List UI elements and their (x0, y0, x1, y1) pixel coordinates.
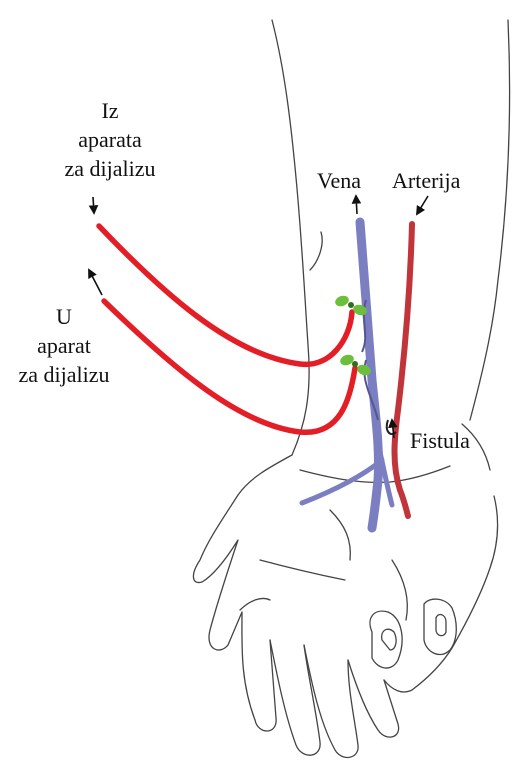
to-machine-label: U aparat za dijalizu (0, 302, 144, 389)
arrow-icon (93, 197, 94, 213)
arrow-icon (356, 196, 357, 214)
artery-label: Arterija (392, 166, 460, 195)
vein (302, 222, 392, 528)
from-machine-line-1: Iz (55, 96, 165, 125)
to-machine-line-1: U (0, 302, 144, 331)
hand-outline (193, 455, 497, 757)
from-machine-line-2: aparata (55, 125, 165, 154)
artery (395, 224, 413, 516)
from-machine-line-3: za dijalizu (55, 154, 165, 183)
arrow-icon (417, 196, 428, 214)
from-machine-label: Iz aparata za dijalizu (55, 96, 165, 183)
to-machine-line-2: aparat (0, 331, 144, 360)
to-machine-line-3: za dijalizu (0, 360, 144, 389)
arrow-icon (89, 270, 102, 295)
vein-label: Vena (317, 166, 361, 195)
arm-outline (272, 20, 510, 470)
fistula-label: Fistula (410, 426, 470, 455)
